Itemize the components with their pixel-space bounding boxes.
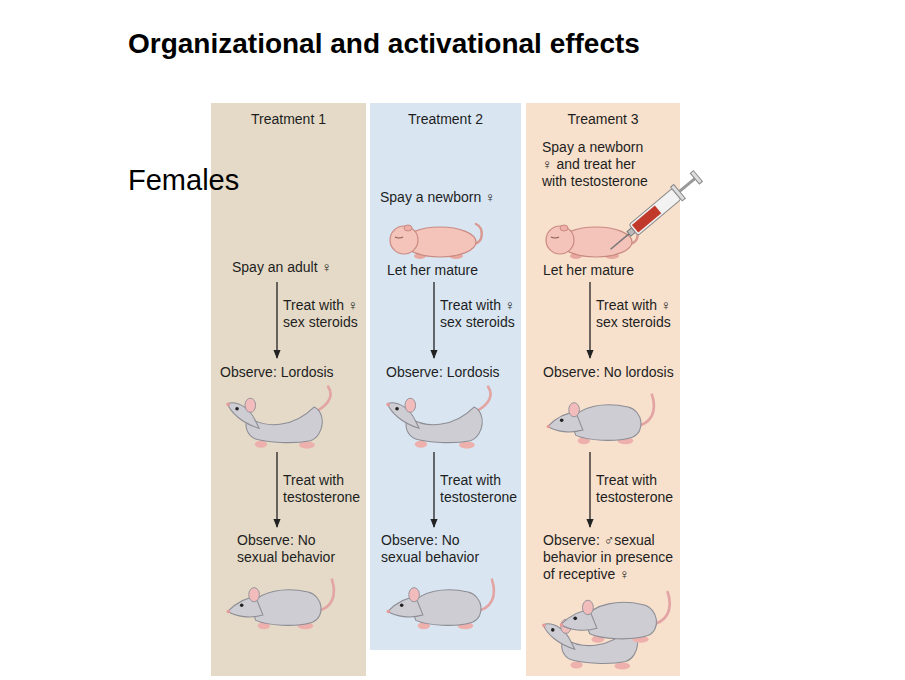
rat-mounting: [560, 592, 670, 643]
step-text: Let her mature: [387, 262, 517, 279]
label-slot: Females: [128, 164, 239, 197]
step-text: Treat with testosterone: [283, 472, 363, 506]
title-slot: Organizational and activational effects: [128, 28, 640, 60]
step-text: Spay an adult ♀: [232, 259, 362, 276]
newborn-pup: [546, 224, 638, 259]
step-text: Let her mature: [543, 262, 673, 279]
step-text: Treat with ♀ sex steroids: [440, 297, 518, 331]
newborn-pup: [390, 224, 482, 259]
step-arrow: [589, 282, 590, 358]
step-text: Treat with ♀ sex steroids: [283, 297, 365, 331]
text-slot: Spay a newborn ♀: [380, 189, 518, 206]
syringe: [605, 169, 704, 256]
step-text: Spay a newborn ♀ and treat her with test…: [542, 139, 654, 190]
text-slot: Treat with testosterone: [596, 472, 676, 506]
step-text: Treat with ♀ sex steroids: [596, 297, 678, 331]
step-text: Spay a newborn ♀: [380, 189, 518, 206]
text-slot: Treat with ♀ sex steroids: [440, 297, 518, 331]
rat-figure: [547, 395, 654, 445]
text-slot: Observe: No lordosis: [543, 364, 677, 381]
text-slot: Observe: No sexual behavior: [237, 532, 345, 566]
step-text: Treat with testosterone: [596, 472, 676, 506]
text-slot: Treat with testosterone: [440, 472, 518, 506]
step-text: Observe: No sexual behavior: [237, 532, 345, 566]
step-text: Observe: Lordosis: [386, 364, 518, 381]
text-slot: Treat with testosterone: [283, 472, 363, 506]
panel-heading: Treatment 1: [211, 111, 366, 128]
text-slot: Spay a newborn ♀ and treat her with test…: [542, 139, 654, 190]
rat-lordosis: [226, 387, 330, 449]
slide-title: Organizational and activational effects: [128, 28, 640, 60]
step-arrow: [433, 282, 434, 358]
text-slot: Observe: No sexual behavior: [381, 532, 489, 566]
treatment-panel: Treatment 2 Spay a newborn ♀ Let her matur…: [370, 103, 521, 650]
step-text: Observe: No sexual behavior: [381, 532, 489, 566]
treatment-panel: Treament 3 Spay a newborn ♀ and treat her…: [526, 103, 680, 676]
text-slot: Let her mature: [543, 262, 673, 279]
text-slot: Let her mature: [387, 262, 517, 279]
rat-lordosis: [386, 387, 490, 449]
panel-heading: Treament 3: [526, 111, 680, 128]
text-slot: Observe: ♂sexual behavior in presence of…: [543, 532, 678, 583]
text-slot: Observe: Lordosis: [386, 364, 518, 381]
group-label: Females: [128, 164, 239, 197]
step-arrow: [589, 452, 590, 527]
step-text: Observe: ♂sexual behavior in presence of…: [543, 532, 678, 583]
text-slot: Treatment 1: [211, 111, 366, 128]
step-arrow: [433, 452, 434, 527]
text-slot: Treament 3: [526, 111, 680, 128]
rat-lordosis: [542, 608, 646, 670]
step-arrow: [276, 452, 277, 527]
rat-figure: [227, 580, 334, 630]
step-arrow: [276, 282, 277, 358]
step-text: Observe: No lordosis: [543, 364, 677, 381]
text-slot: Spay an adult ♀: [232, 259, 362, 276]
step-text: Observe: Lordosis: [220, 364, 360, 381]
step-text: Treat with testosterone: [440, 472, 518, 506]
text-slot: Treat with ♀ sex steroids: [283, 297, 365, 331]
text-slot: Treatment 2: [370, 111, 521, 128]
panel-heading: Treatment 2: [370, 111, 521, 128]
text-slot: Observe: Lordosis: [220, 364, 360, 381]
text-slot: Treat with ♀ sex steroids: [596, 297, 678, 331]
rat-figure: [387, 580, 494, 630]
